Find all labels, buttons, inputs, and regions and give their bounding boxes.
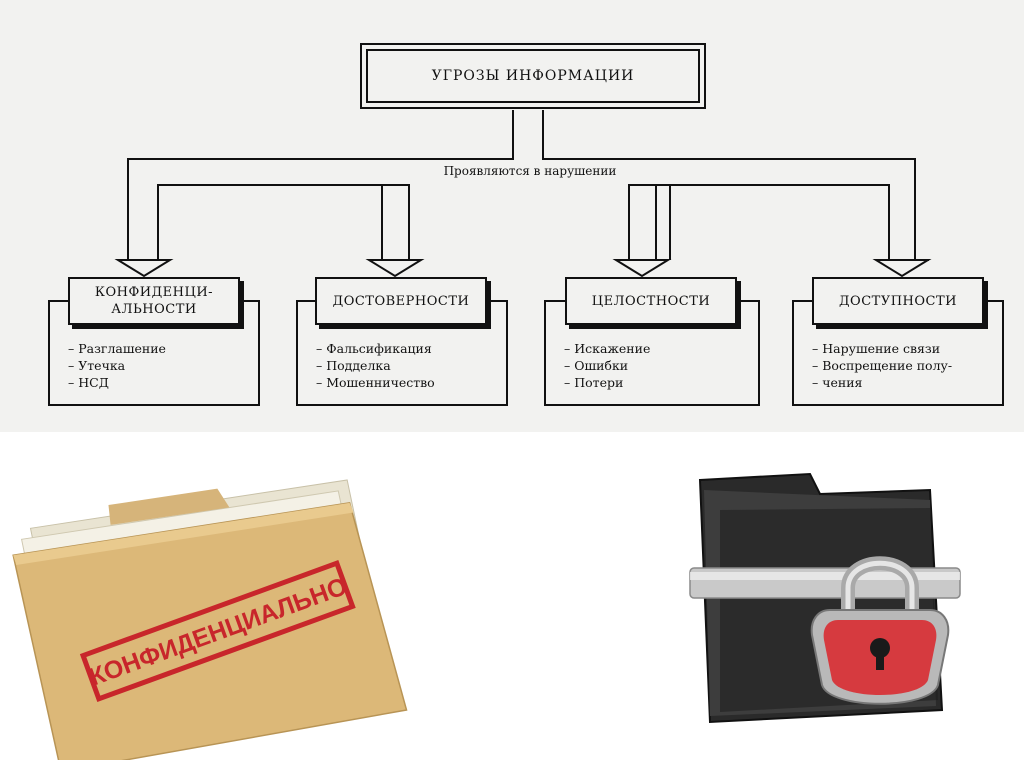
confidential-folder-icon: КОНФИДЕНЦИАЛЬНО bbox=[12, 479, 408, 760]
arrow-confidentiality bbox=[114, 259, 174, 278]
arrow-integrity bbox=[612, 259, 672, 278]
list-item: Ошибки bbox=[564, 357, 650, 374]
category-list-integrity: Искажение Ошибки Потери bbox=[564, 340, 650, 391]
list-item: Фальсификация bbox=[316, 340, 435, 357]
arrow-reliability bbox=[365, 259, 425, 278]
list-item: чения bbox=[812, 374, 952, 391]
list-item: Нарушение связи bbox=[812, 340, 952, 357]
keyhole-icon bbox=[870, 638, 890, 658]
category-title-confidentiality: КОНФИДЕНЦИ- АЛЬНОСТИ bbox=[68, 277, 240, 325]
category-list-confidentiality: Разглашение Утечка НСД bbox=[68, 340, 166, 391]
list-item: Разглашение bbox=[68, 340, 166, 357]
list-item: Подделка bbox=[316, 357, 435, 374]
category-list-reliability: Фальсификация Подделка Мошенничество bbox=[316, 340, 435, 391]
connector-lines bbox=[114, 110, 932, 278]
category-title-availability: ДОСТУПНОСТИ bbox=[812, 277, 984, 325]
list-item: Мошенничество bbox=[316, 374, 434, 391]
connector-inner-right bbox=[670, 184, 890, 260]
list-item: Потери bbox=[564, 374, 650, 391]
edge-label: Проявляются в нарушении bbox=[443, 164, 617, 178]
arrow-availability bbox=[872, 259, 932, 278]
locked-folder-icon bbox=[689, 472, 961, 724]
category-title-integrity: ЦЕЛОСТНОСТИ bbox=[565, 277, 737, 325]
root-box-frame bbox=[360, 43, 706, 109]
arrowheads bbox=[114, 259, 932, 278]
list-item: Воспрещение полу- bbox=[812, 357, 952, 374]
list-item: Искажение bbox=[564, 340, 650, 357]
list-item: Утечка bbox=[68, 357, 166, 374]
category-title-reliability: ДОСТОВЕРНОСТИ bbox=[315, 277, 487, 325]
category-list-availability: Нарушение связи Воспрещение полу- чения bbox=[812, 340, 952, 391]
list-item: НСД bbox=[68, 374, 166, 391]
connector-inner-left bbox=[157, 184, 410, 260]
root-label: УГРОЗЫ ИНФОРМАЦИИ bbox=[431, 68, 635, 84]
root-box: УГРОЗЫ ИНФОРМАЦИИ bbox=[366, 49, 700, 103]
connector-inner-mid bbox=[628, 184, 671, 260]
